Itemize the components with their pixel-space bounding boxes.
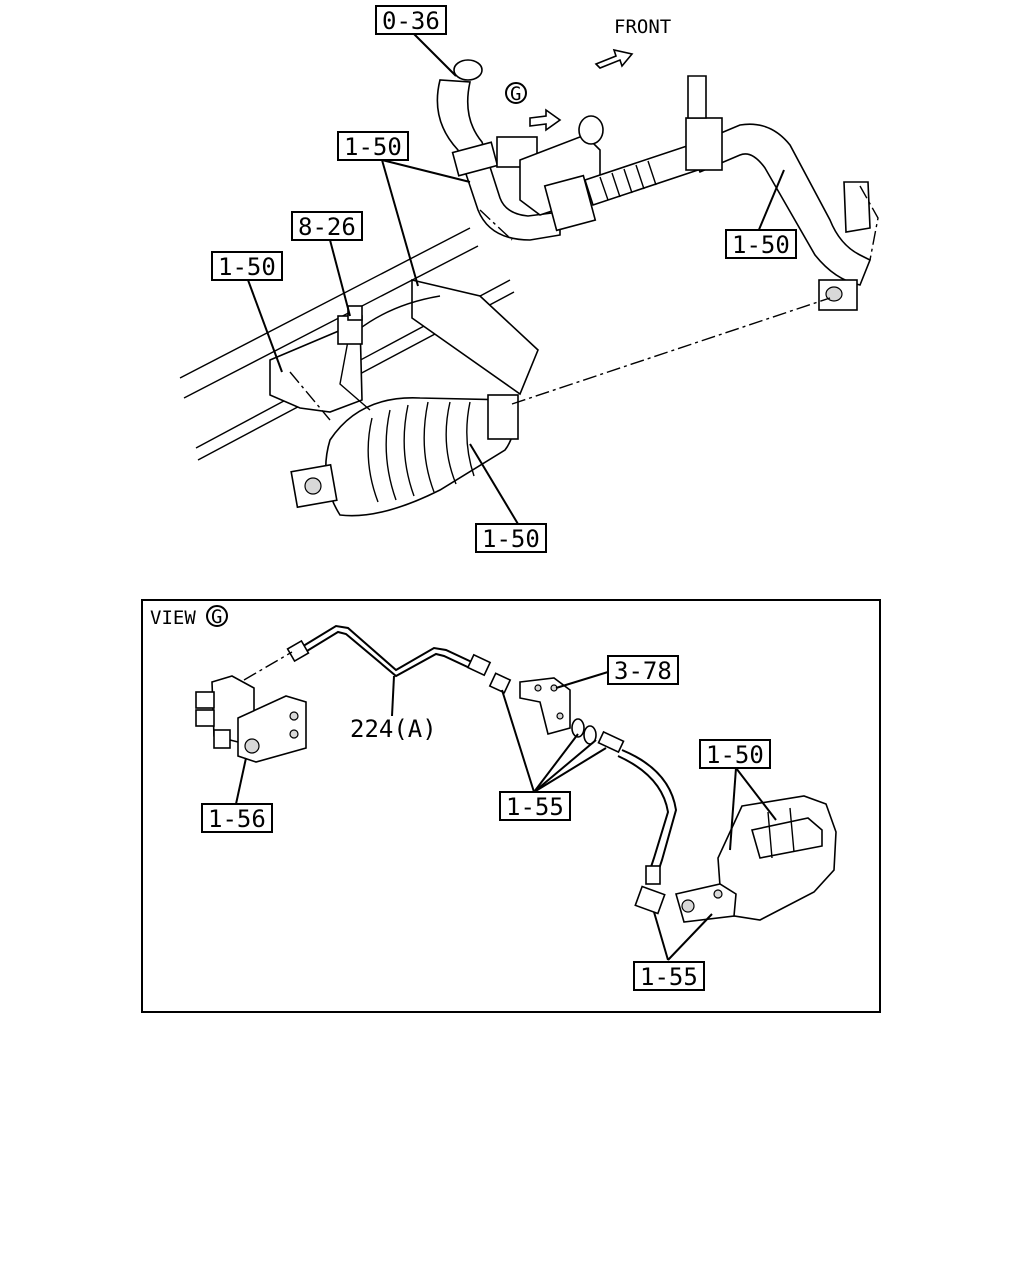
callout-1-50-view-g: 1-50 xyxy=(699,739,771,769)
flex-and-tail-pipe xyxy=(583,75,872,311)
view-g-marker-top xyxy=(505,82,527,104)
view-g-arrow-icon xyxy=(529,108,562,132)
callout-1-50-top-text: 1-50 xyxy=(344,133,402,161)
front-exhaust-pipe xyxy=(436,59,604,241)
callout-1-55-mid: 1-55 xyxy=(499,791,571,821)
view-g-panel: VIEW G xyxy=(141,599,881,1013)
leader-lines xyxy=(247,33,785,525)
callout-3-78: 3-78 xyxy=(607,655,679,685)
view-g-marker-text: G xyxy=(211,606,222,628)
connector-bracket xyxy=(488,672,625,754)
callout-1-50-left: 1-50 xyxy=(211,251,283,281)
callout-1-55-bottom: 1-55 xyxy=(633,961,705,991)
callout-8-26: 8-26 xyxy=(291,211,363,241)
pressure-sensor-assembly xyxy=(195,675,307,763)
callout-1-50-top: 1-50 xyxy=(337,131,409,161)
callout-1-50-bottom: 1-50 xyxy=(475,523,547,553)
sensor-pipe xyxy=(243,624,492,681)
front-arrow-icon xyxy=(594,48,634,69)
callout-3-78-text: 3-78 xyxy=(614,657,672,685)
view-g-marker-top-text: G xyxy=(510,83,521,105)
connection-lines xyxy=(289,185,879,421)
view-g-leaders xyxy=(235,671,777,961)
view-g-title: VIEW xyxy=(150,607,196,629)
flexible-hose xyxy=(617,749,678,915)
callout-1-55-bottom-text: 1-55 xyxy=(640,963,698,991)
callout-0-36-text: 0-36 xyxy=(382,7,440,35)
callout-1-50-right-text: 1-50 xyxy=(732,231,790,259)
callout-8-26-text: 8-26 xyxy=(298,213,356,241)
dpf-body-detail xyxy=(674,795,837,923)
view-g-marker xyxy=(206,605,228,627)
callout-224a-text: 224(A) xyxy=(350,715,437,743)
callout-1-50-left-text: 1-50 xyxy=(218,253,276,281)
top-assembly-view: FRONT G 0-36 1-50 1-50 8-26 1-50 1-50 xyxy=(179,5,879,553)
front-label: FRONT xyxy=(614,16,671,38)
callout-1-56: 1-56 xyxy=(201,803,273,833)
callout-1-50-view-g-text: 1-50 xyxy=(706,741,764,769)
muffler-dpf xyxy=(269,278,539,517)
view-g-frame xyxy=(141,599,881,1013)
callout-1-50-bottom-text: 1-50 xyxy=(482,525,540,553)
callout-1-55-mid-text: 1-55 xyxy=(506,793,564,821)
callout-1-56-text: 1-56 xyxy=(208,805,266,833)
callout-1-50-right: 1-50 xyxy=(725,229,797,259)
callout-0-36: 0-36 xyxy=(375,5,447,35)
